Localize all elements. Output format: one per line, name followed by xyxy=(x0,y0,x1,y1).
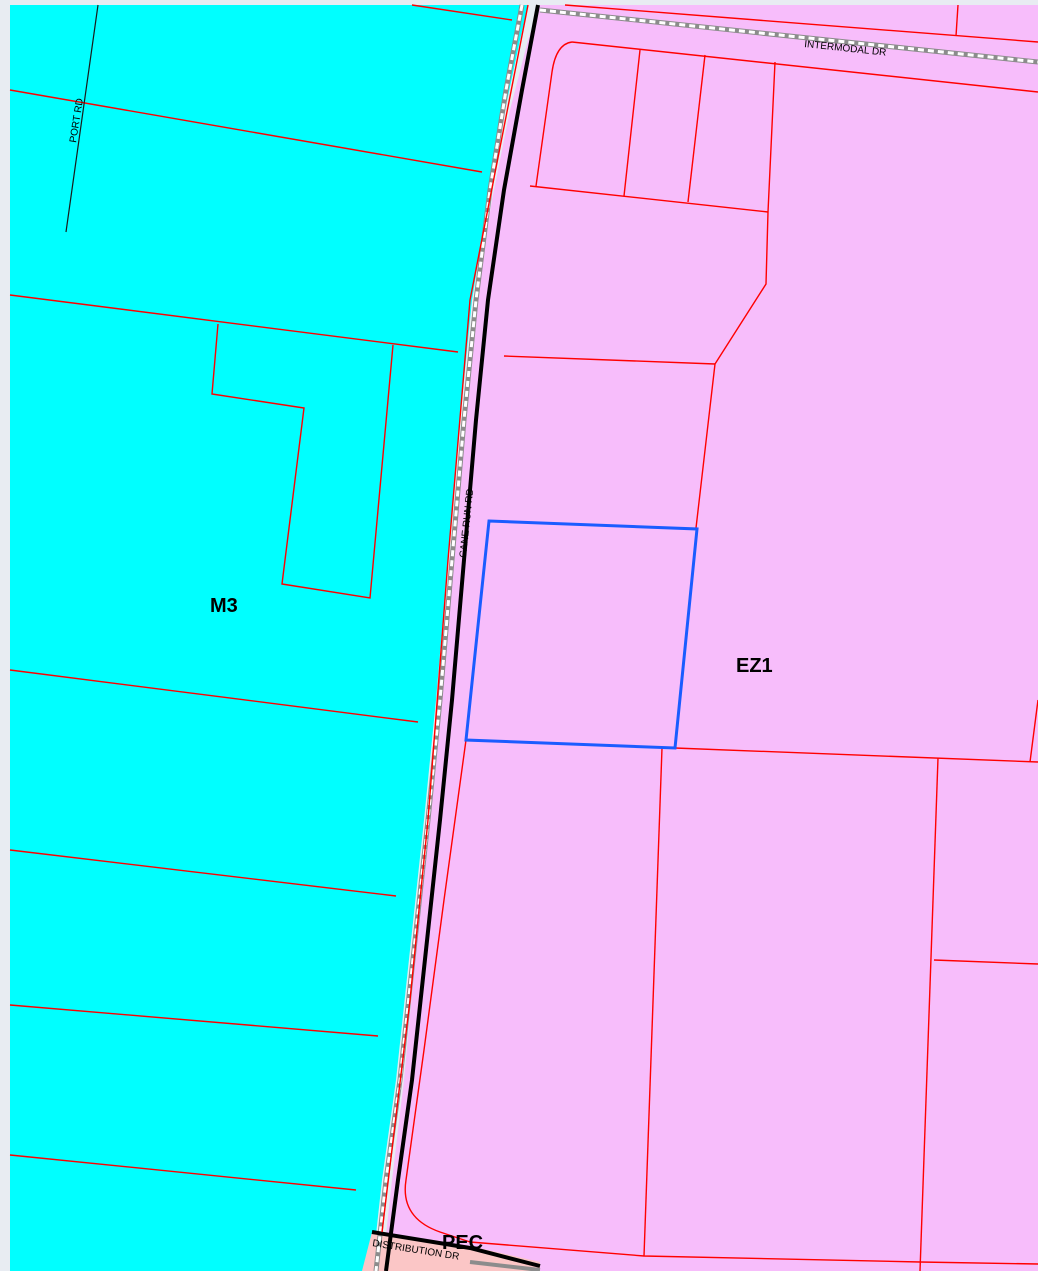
railway-intermodal xyxy=(539,7,1038,65)
zone-ez1-area[interactable] xyxy=(382,5,1038,1271)
road-port-rd-line xyxy=(65,4,99,233)
parcel-lines-m3[interactable] xyxy=(9,4,529,1233)
road-cane-run-casing xyxy=(384,4,540,1271)
zone-label-ez1: EZ1 xyxy=(736,655,773,677)
road-distribution-dr-line xyxy=(371,1230,541,1271)
zone-m3-area[interactable] xyxy=(10,5,528,1271)
selected-parcel-outline[interactable] xyxy=(464,519,699,750)
zone-pec-area[interactable] xyxy=(362,1232,540,1271)
zone-label-m3: M3 xyxy=(210,595,238,617)
zone-label-pec: PEC xyxy=(442,1232,483,1254)
parcel-lines-ez1[interactable] xyxy=(404,4,1038,1271)
